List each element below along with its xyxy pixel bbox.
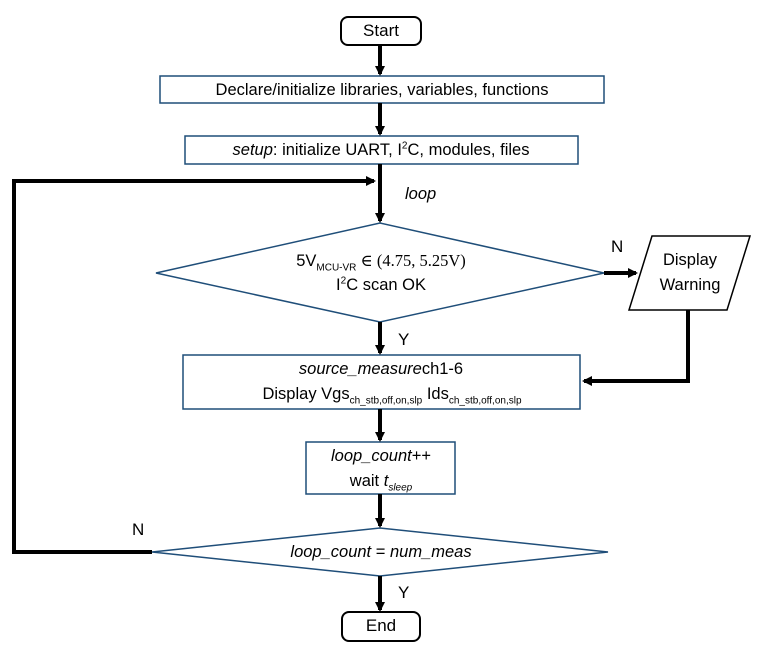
decision1-no-label: N [611, 237, 624, 256]
condition-eq: = [371, 543, 390, 561]
voltage-check-decision [155, 222, 605, 323]
loop-count-condition: loop_count = num_meas [290, 542, 471, 562]
start-label: Start [363, 21, 399, 40]
warning-line1: Display [662, 251, 718, 269]
i2c-text: C scan OK [346, 276, 426, 294]
count-increment: ++ [411, 447, 432, 465]
warning-line2: Warning [659, 276, 721, 294]
measure-line1: source_measurech1-6 [299, 359, 463, 379]
arrow-warning-to-measure [582, 310, 690, 386]
measure-ids-subscript: ch_stb,off,on,slp [448, 395, 522, 407]
measure-line2: Display Vgsch_stb,off,on,slp Idsch_stb,o… [262, 384, 522, 407]
setup-process-box [184, 135, 579, 165]
decision2-no-label: N [132, 520, 145, 539]
count-line2: wait tsleep [349, 471, 413, 494]
count-variable: loop_count [330, 447, 412, 465]
declare-process-box [159, 75, 605, 104]
setup-text-b: C, modules, files [407, 141, 530, 159]
condition-lhs: loop_count [290, 543, 372, 561]
wait-text: wait [349, 472, 384, 490]
voltage-subscript: MCU-VR [316, 262, 357, 274]
setup-superscript: 2 [401, 140, 408, 152]
arrow-loop-back [12, 176, 376, 554]
decision2-yes-label: Y [398, 583, 410, 602]
end-terminal [341, 611, 421, 642]
condition-rhs: num_meas [389, 543, 472, 561]
voltage-check-line2: I2C scan OK [336, 275, 426, 295]
source-measure-process-box [182, 354, 581, 410]
measure-channels: ch1-6 [421, 360, 464, 378]
measure-function-name: source_measure [298, 360, 422, 378]
loop-label: loop [405, 185, 437, 203]
decision1-yes-label: Y [398, 330, 410, 349]
voltage-prefix: 5V [296, 252, 317, 270]
measure-vgs: Display Vgs [262, 385, 350, 403]
end-label: End [365, 616, 397, 635]
measure-vgs-subscript: ch_stb,off,on,slp [349, 395, 423, 407]
setup-text-a: : initialize UART, I [272, 141, 402, 159]
i2c-superscript: 2 [340, 275, 347, 287]
measure-ids: Ids [422, 385, 449, 403]
sleep-variable: t [383, 472, 389, 490]
count-line1: loop_count++ [331, 446, 431, 466]
setup-function-name: setup [232, 141, 273, 159]
display-warning-io [627, 235, 752, 311]
sleep-subscript: sleep [388, 482, 413, 494]
setup-label: setup: initialize UART, I2C, modules, fi… [233, 140, 530, 160]
loop-count-process-box [305, 441, 456, 495]
voltage-range: ∈ (4.75, 5.25V) [356, 251, 466, 270]
i2c-prefix: I [336, 276, 341, 294]
voltage-check-line1: 5VMCU-VR ∈ (4.75, 5.25V) [296, 251, 466, 274]
declare-label: Declare/initialize libraries, variables,… [215, 81, 549, 99]
